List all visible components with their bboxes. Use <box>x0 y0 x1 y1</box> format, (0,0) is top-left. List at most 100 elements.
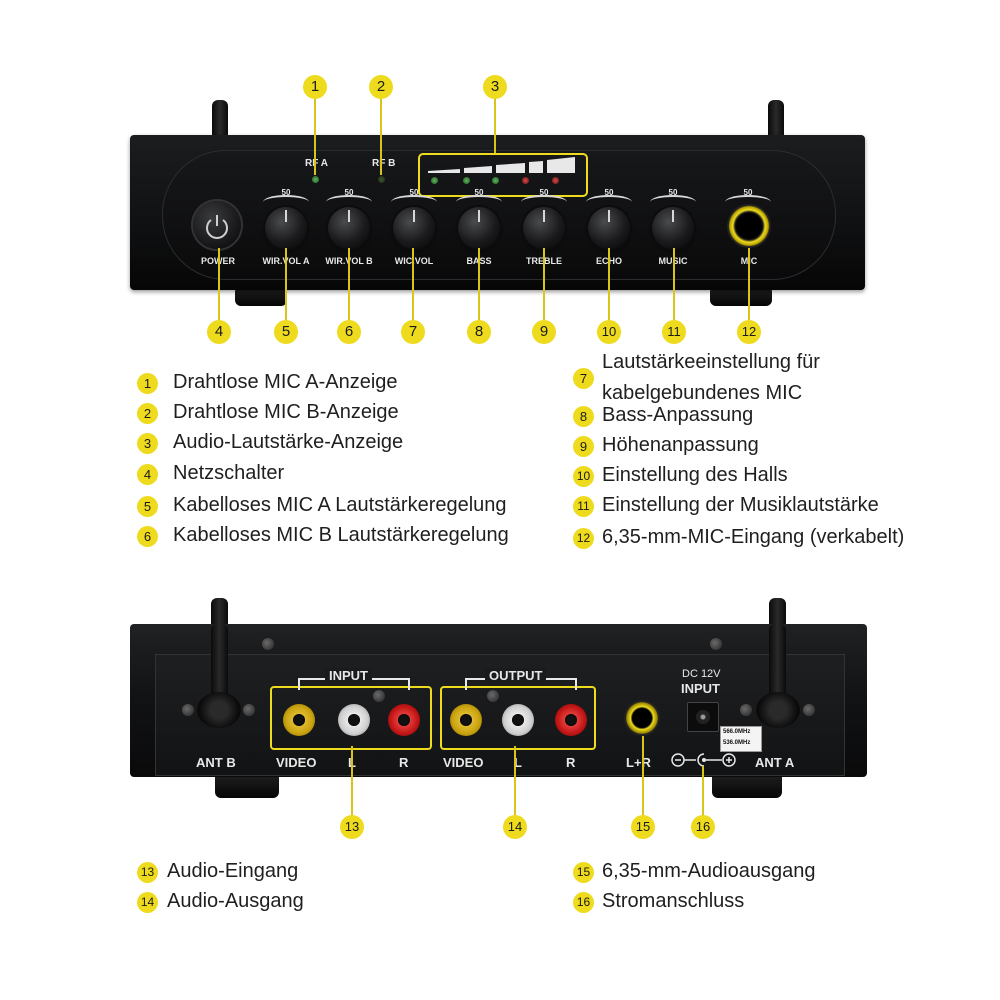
lr-label: L+R <box>626 755 651 770</box>
badge-15: 15 <box>631 815 655 839</box>
badge-11: 11 <box>662 320 686 344</box>
rf-b-led <box>378 176 385 183</box>
wir-vol-b-knob[interactable] <box>328 207 370 249</box>
bass-knob[interactable] <box>458 207 500 249</box>
screw <box>373 690 385 702</box>
dc-input-label: INPUT <box>681 681 720 696</box>
leader-10 <box>608 248 610 320</box>
legend-text: Stromanschluss <box>602 890 745 912</box>
level-led-3 <box>492 177 499 184</box>
leader-9 <box>543 248 545 320</box>
badge-13: 13 <box>340 815 364 839</box>
badge-5: 5 <box>274 320 298 344</box>
legend-badge: 9 <box>573 436 594 457</box>
legend-badge: 16 <box>573 892 594 913</box>
freq-1: 566.0MHz <box>723 729 751 735</box>
rf-a-led <box>312 176 319 183</box>
rf-a-label: RF A <box>305 158 328 169</box>
leader-8 <box>478 248 480 320</box>
legend-text-line2: kabelgebundenes MIC <box>602 382 803 404</box>
legend-badge: 14 <box>137 892 158 913</box>
legend-badge: 10 <box>573 466 594 487</box>
legend-text: Audio-Ausgang <box>167 890 304 912</box>
leader-14 <box>514 746 516 816</box>
knob-scale-music: 50 <box>668 188 678 197</box>
dc-label: DC 12V <box>682 668 721 680</box>
screw <box>487 690 499 702</box>
legend-badge: 1 <box>137 373 158 394</box>
screw <box>182 704 194 716</box>
input-l-jack[interactable] <box>338 704 370 736</box>
foot-right <box>710 286 772 306</box>
input-video-jack[interactable] <box>283 704 315 736</box>
output-r-jack[interactable] <box>555 704 587 736</box>
ant-b-label: ANT B <box>196 755 236 770</box>
wic-vol-knob[interactable] <box>393 207 435 249</box>
power-button[interactable] <box>193 201 241 249</box>
input-label: INPUT <box>325 668 372 683</box>
badge-14: 14 <box>503 815 527 839</box>
legend-badge: 13 <box>137 862 158 883</box>
legend-text: 6,35-mm-MIC-Eingang (verkabelt) <box>602 526 905 548</box>
level-led-4 <box>522 177 529 184</box>
screw <box>740 704 752 716</box>
leader-6 <box>348 248 350 320</box>
output-l-label: L <box>514 755 522 770</box>
input-r-label: R <box>399 755 409 770</box>
knob-arc <box>391 195 437 209</box>
badge-3: 3 <box>483 75 507 99</box>
treble-knob[interactable] <box>523 207 565 249</box>
screw <box>262 638 274 650</box>
level-led-2 <box>463 177 470 184</box>
leader-5 <box>285 248 287 320</box>
leader-1 <box>314 98 316 175</box>
legend-badge: 5 <box>137 496 158 517</box>
wic-vol-label: WIC.VOL <box>394 256 434 266</box>
legend-text: Einstellung der Musiklautstärke <box>602 494 879 516</box>
output-l-jack[interactable] <box>502 704 534 736</box>
legend-text: Drahtlose MIC A-Anzeige <box>173 371 398 393</box>
music-knob[interactable] <box>652 207 694 249</box>
rf-b-label: RF B <box>372 158 396 169</box>
badge-9: 9 <box>532 320 556 344</box>
ant-b-connector[interactable] <box>197 692 241 728</box>
leader-16 <box>702 766 704 816</box>
knob-arc <box>326 195 372 209</box>
knob-arc <box>456 195 502 209</box>
legend-text: Einstellung des Halls <box>602 464 788 486</box>
badge-1: 1 <box>303 75 327 99</box>
ant-a-connector[interactable] <box>756 692 800 728</box>
output-label: OUTPUT <box>485 668 547 683</box>
echo-knob[interactable] <box>588 207 630 249</box>
legend-badge: 11 <box>573 496 594 517</box>
antenna-b-front <box>211 624 228 708</box>
knob-scale-treble: 50 <box>539 188 549 197</box>
audio-level-meter <box>418 153 588 197</box>
leader-7 <box>412 248 414 320</box>
badge-4: 4 <box>207 320 231 344</box>
foot-left <box>235 286 287 306</box>
leader-13 <box>351 746 353 816</box>
knob-arc <box>586 195 632 209</box>
leader-12 <box>748 248 750 320</box>
freq-2: 536.0MHz <box>723 740 751 746</box>
dc-power-jack[interactable] <box>687 702 719 732</box>
legend-badge: 3 <box>137 433 158 454</box>
screw <box>710 638 722 650</box>
legend-badge: 12 <box>573 528 594 549</box>
input-r-jack[interactable] <box>388 704 420 736</box>
legend-text: Drahtlose MIC B-Anzeige <box>173 401 399 423</box>
wir-vol-a-knob[interactable] <box>265 207 307 249</box>
output-video-jack[interactable] <box>450 704 482 736</box>
legend-text: 6,35-mm-Audioausgang <box>602 860 816 882</box>
knob-scale-wir-vol-a: 50 <box>281 188 291 197</box>
legend-badge: 7 <box>573 368 594 389</box>
badge-7: 7 <box>401 320 425 344</box>
legend-text: Lautstärkeeinstellung für <box>602 351 820 373</box>
polarity-icon <box>671 753 736 767</box>
input-video-label: VIDEO <box>276 755 317 770</box>
lr-audio-jack[interactable] <box>624 700 660 736</box>
badge-12: 12 <box>737 320 761 344</box>
legend-text: Kabelloses MIC A Lautstärkeregelung <box>173 494 507 516</box>
mic-jack[interactable] <box>727 204 771 248</box>
